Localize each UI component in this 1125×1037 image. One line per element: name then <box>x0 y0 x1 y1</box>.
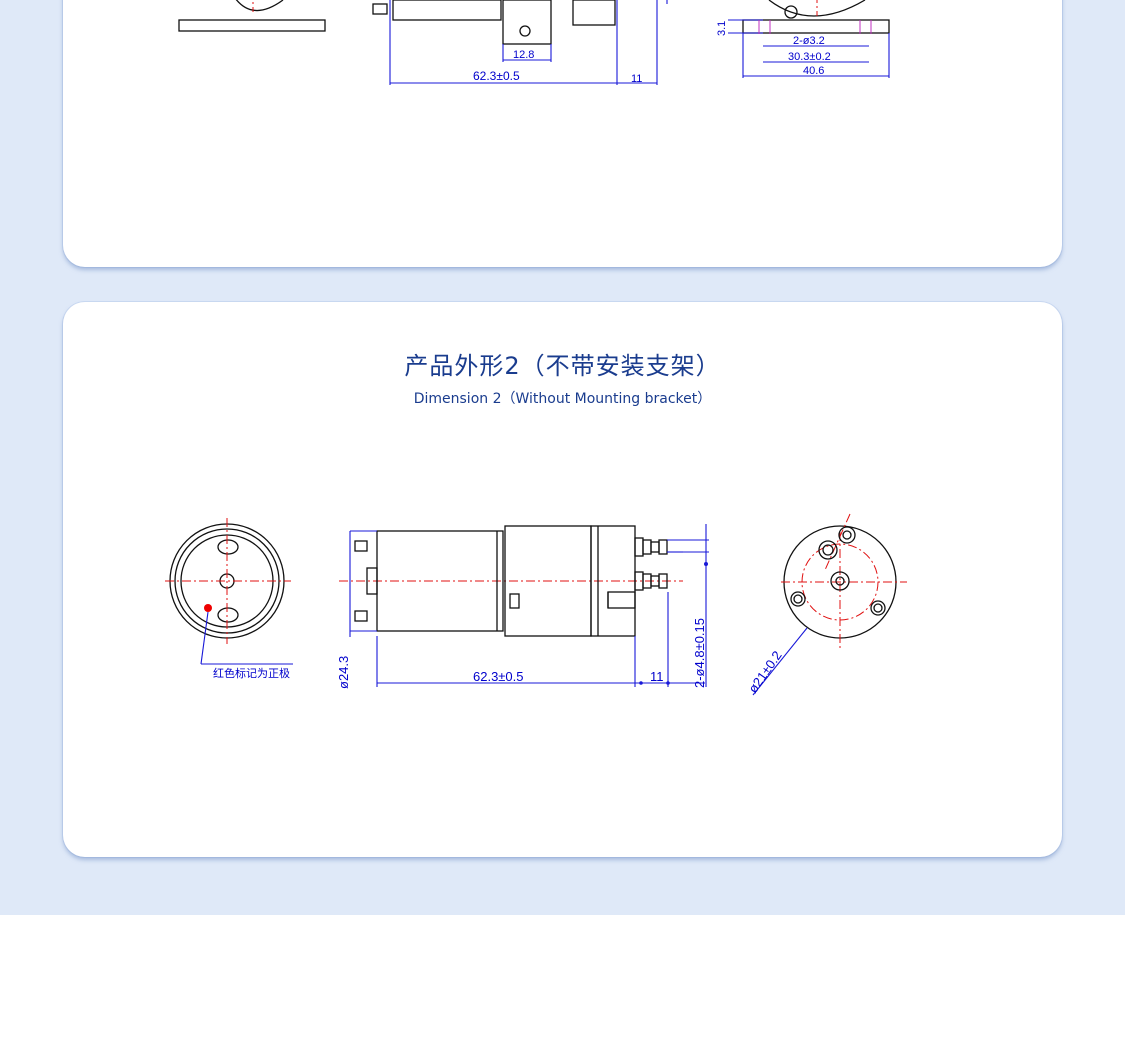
dim-diameter: ø24.3 <box>336 656 351 689</box>
dim-outlet-2: 11 <box>650 669 664 684</box>
dim-pcd: ø21±0.2 <box>745 648 785 696</box>
dimension-2-drawing: 红色标记为正极 <box>165 513 907 696</box>
dim-length-1: 62.3±0.5 <box>473 69 520 83</box>
side-view-2: ø24.3 62.3±0.5 11 2-ø4.8±0.15 <box>336 524 709 689</box>
positive-terminal-marker <box>204 604 212 612</box>
dim-outlet-1: 11 <box>631 73 642 85</box>
section-title-en: Dimension 2（Without Mounting bracket） <box>413 391 712 407</box>
dimension-2-card: 产品外形2（不带安装支架） Dimension 2（Without Mounti… <box>63 302 1062 857</box>
dim-12-8: 12.8 <box>513 49 534 61</box>
nozzles <box>634 537 709 591</box>
dim-height-3-1: 3.1 <box>716 21 728 36</box>
dim-nozzle: 2-ø4.8±0.15 <box>692 618 707 688</box>
rear-view-2: ø21±0.2 <box>745 513 907 696</box>
dim-length-2: 62.3±0.5 <box>473 669 524 684</box>
positive-terminal-note: 红色标记为正极 <box>213 666 290 680</box>
dim-spacing: 30.3±0.2 <box>788 51 831 63</box>
section-title-cn: 产品外形2（不带安装支架） <box>404 352 721 380</box>
side-view-1-partial: 12.8 62.3±0.5 11 <box>372 0 668 85</box>
front-view-2: 红色标记为正极 <box>165 518 293 680</box>
dimension-1-card: 12.8 62.3±0.5 11 3.1 2-ø3.2 30.3±0.2 40.… <box>63 0 1062 267</box>
bracket-view-1-partial: 3.1 2-ø3.2 30.3±0.2 40.6 <box>716 0 890 78</box>
dimension-1-drawing: 12.8 62.3±0.5 11 3.1 2-ø3.2 30.3±0.2 40.… <box>178 0 890 85</box>
front-view-1-partial <box>178 0 326 32</box>
dim-holes: 2-ø3.2 <box>793 35 825 47</box>
dim-total: 40.6 <box>803 65 824 77</box>
